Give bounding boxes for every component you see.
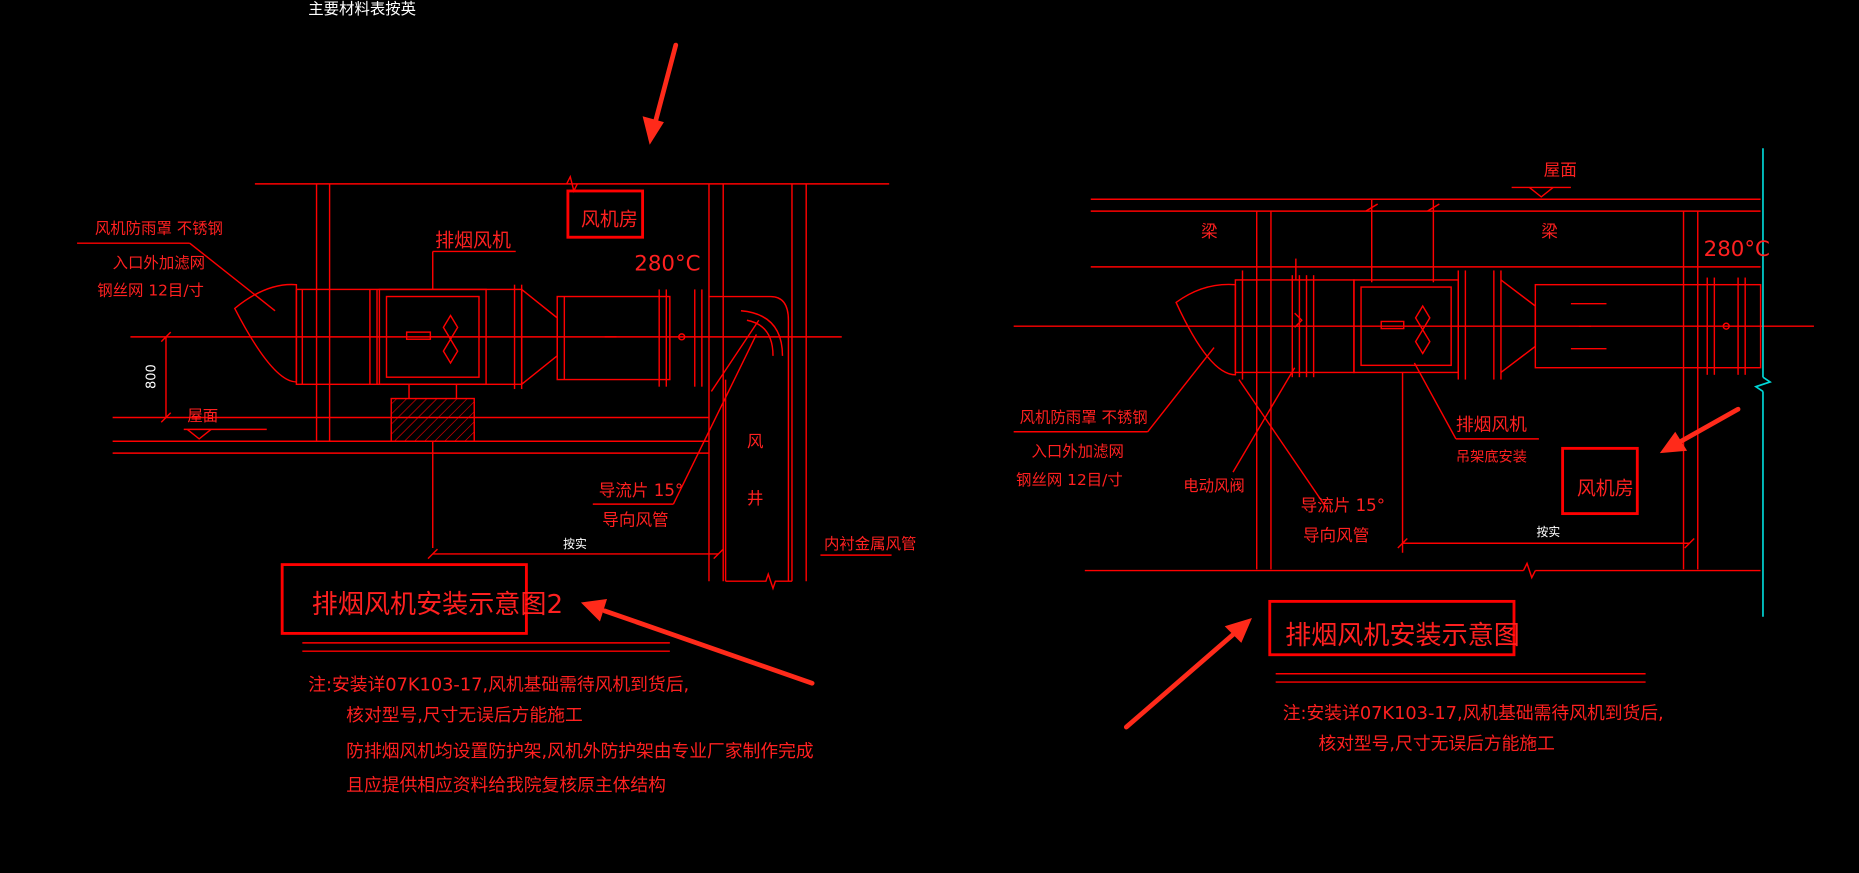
right-vane-label: 导流片 15° [1301,496,1385,515]
right-rain-cap-label-3: 钢丝网 12目/寸 [1016,471,1123,489]
right-title-box [1268,599,1516,657]
left-note-line-2: 核对型号,尺寸无误后方能施工 [346,705,583,726]
arrow-pointing-to-left-title [580,599,815,686]
left-fan-label: 排烟风机 [435,230,511,252]
right-beam-label-2: 梁 [1541,222,1558,241]
top-material-note: 主要材料表按英 [308,0,416,18]
right-rain-cap-label-1: 风机防雨罩 不锈钢 [1020,408,1148,426]
right-fan-label: 排烟风机 [1456,415,1527,436]
left-rain-cap-label-2: 入口外加滤网 [113,254,205,272]
right-beam-label-1: 梁 [1201,222,1218,241]
left-temperature-label: 280°C [634,251,700,276]
right-damper-label: 电动风阀 [1183,477,1245,495]
left-rain-cap-label-1: 风机防雨罩 不锈钢 [95,220,223,238]
right-fan-room-box [1561,446,1639,516]
left-shaft-label-2: 井 [747,489,764,508]
right-diagram-title: 排烟风机安装示意图 [1285,621,1520,651]
left-rain-cap-label-3: 钢丝网 12目/寸 [97,281,204,299]
left-note-line-4: 且应提供相应资料给我院复核原主体结构 [346,775,666,796]
left-title-box [280,563,528,635]
right-fan-sub-label: 吊架底安装 [1456,448,1527,465]
left-note-line-1: 注:安装详07K103-17,风机基础需待风机到货后, [308,674,689,695]
right-roof-label: 屋面 [1544,161,1577,180]
annotation-arrows [580,42,1741,730]
right-guide-duct-label: 导向风管 [1303,526,1369,545]
left-guide-duct-label: 导向风管 [602,510,668,529]
left-vane-label: 导流片 15° [599,481,683,500]
left-roof-label: 屋面 [187,407,218,425]
left-height-dimension: 800 [144,364,159,389]
left-fan-room-box [566,189,645,239]
left-diagram-title: 排烟风机安装示意图2 [312,590,563,620]
right-fan-room-label: 风机房 [1577,478,1634,500]
right-dimension-text: 按实 [1537,525,1561,539]
left-dimension-text: 按实 [563,537,587,551]
left-note-line-3: 防排烟风机均设置防护架,风机外防护架由专业厂家制作完成 [346,741,814,762]
right-installation-diagram: 屋面 梁 梁 280°C 风机防雨罩 不锈钢 入口外加滤网 钢丝网 12目/寸 … [1013,148,1814,755]
left-fan-room-label: 风机房 [581,208,638,230]
right-note-line-2: 核对型号,尺寸无误后方能施工 [1318,734,1555,755]
arrow-pointing-to-right-fan-room [1659,406,1741,454]
left-installation-diagram: 280°C 排烟风机 风机防雨罩 不锈钢 入口外加滤网 钢丝网 12目/寸 80… [77,174,916,796]
right-temperature-label: 280°C [1704,237,1770,262]
arrow-pointing-to-right-title [1123,617,1252,730]
arrow-top-pointing-down [642,42,679,145]
left-lining-duct-label: 内衬金属风管 [824,535,916,553]
left-shaft-label-1: 风 [747,432,764,451]
right-note-line-1: 注:安装详07K103-17,风机基础需待风机到货后, [1283,703,1664,724]
right-rain-cap-label-2: 入口外加滤网 [1031,443,1123,461]
